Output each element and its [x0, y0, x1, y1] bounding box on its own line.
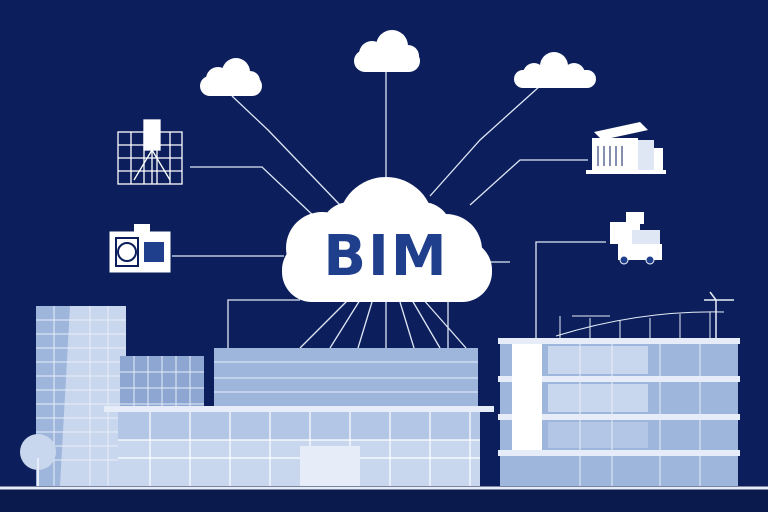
cloud-icon-right: [514, 52, 596, 88]
bim-cloud: [282, 177, 492, 302]
crane: [704, 291, 734, 340]
building-block-icon: [586, 122, 666, 174]
tree: [20, 434, 56, 486]
right-building: [498, 291, 740, 486]
ground: [0, 486, 768, 512]
bim-label: BIM: [323, 224, 448, 289]
equipment-box-icon: [109, 224, 171, 273]
wireframe-structure-icon: [117, 119, 183, 185]
central-building: [104, 348, 494, 486]
connection-lines: [172, 72, 606, 349]
cloud-icon-left: [200, 58, 262, 96]
cloud-icon-top: [354, 30, 420, 72]
machinery-icon: [610, 212, 662, 265]
